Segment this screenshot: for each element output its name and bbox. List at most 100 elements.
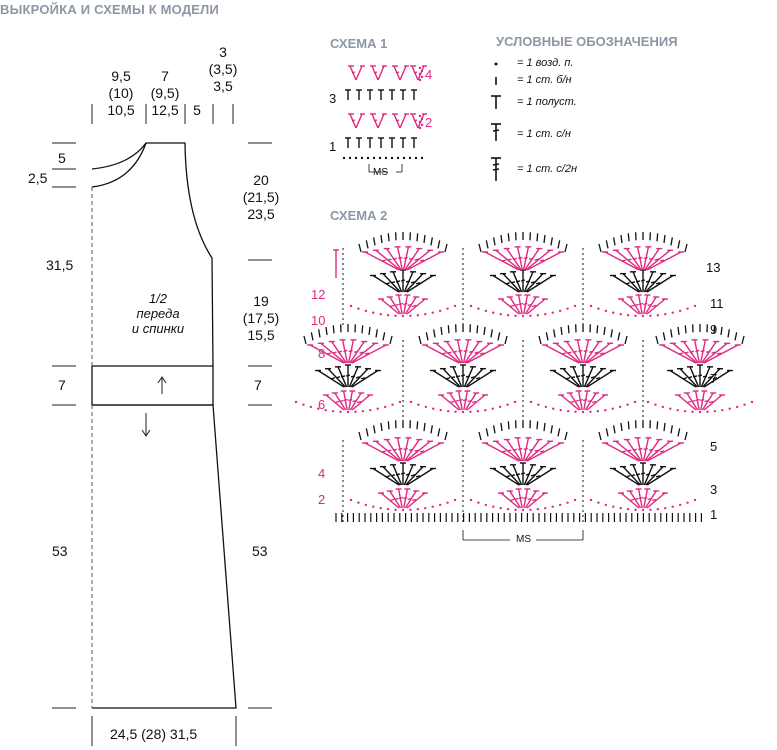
- scheme1-row1-stitch: [367, 137, 373, 148]
- right-dim-armhole: 20 (21,5) 23,5: [242, 172, 280, 222]
- scheme2-row10-fan: [378, 294, 428, 315]
- scheme2-row11-fan: [610, 269, 676, 293]
- half-double-crochet-icon: [491, 95, 501, 109]
- scheme1-row-2: 2: [425, 115, 433, 130]
- bottom-dim: 24,5 (28) 31,5: [110, 726, 198, 742]
- scheme2-row13-arc: [478, 232, 568, 253]
- scheme1-row3-stitch: [367, 89, 373, 100]
- scheme2-row-3: 3: [710, 482, 718, 497]
- scheme2-row8-fan: [422, 339, 504, 364]
- top-dimension-ticks: [91, 104, 234, 124]
- scheme1-row3-stitch: [345, 89, 351, 100]
- scheme2-row4-fan: [602, 437, 684, 462]
- scheme1-row-4: 4: [425, 67, 433, 82]
- scheme2-row7-fan: [430, 364, 496, 388]
- scheme2-row12-fan: [482, 246, 564, 271]
- scheme2-row6-fan: [675, 390, 725, 411]
- left-dim-bodice: 31,5: [46, 257, 74, 273]
- scheme2-row-5: 5: [710, 439, 718, 454]
- legend-chain: = 1 возд. п.: [517, 57, 574, 69]
- scheme2-row12-fan: [602, 246, 684, 271]
- scheme2-row-11: 11: [710, 296, 724, 311]
- scheme1-title: СХЕМА 1: [330, 36, 388, 51]
- scheme2-row-7: 7: [710, 371, 718, 386]
- scheme2-row10-chain: [589, 304, 697, 318]
- left-dim-skirt: 53: [52, 543, 68, 559]
- scheme2-row5-arc: [478, 420, 568, 441]
- scheme2-row6-chain: [529, 400, 637, 414]
- scheme1-row3-stitch: [389, 89, 395, 100]
- scheme2-row6-fan: [323, 390, 373, 411]
- scheme2-ms-label: MS: [516, 534, 531, 545]
- scheme2-row11-fan: [490, 269, 556, 293]
- scheme2-row7-fan: [667, 364, 733, 388]
- scheme1-row4-stitch: [348, 65, 365, 81]
- scheme2-row2-chain: [349, 498, 457, 512]
- scheme1-row-1: 1: [329, 139, 337, 154]
- scheme2-row10-chain: [469, 304, 577, 318]
- top-dim-left: 9,5 (10) 10,5: [107, 68, 135, 118]
- scheme2-row5-arc: [598, 420, 688, 441]
- legend-single: = 1 ст. б/н: [517, 74, 572, 86]
- scheme2-row-9: 9: [710, 322, 718, 337]
- bottom-dimension-ticks: [91, 716, 237, 746]
- scheme1-row3-stitch: [400, 89, 406, 100]
- scheme1-row4-stitch: [410, 65, 427, 81]
- scheme2-row9-arc: [538, 324, 628, 345]
- scheme2-row6-fan: [438, 390, 488, 411]
- scheme1-row1-stitch: [378, 137, 384, 148]
- scheme2-row2-chain: [469, 498, 577, 512]
- scheme2-row-1: 1: [710, 507, 718, 522]
- double-crochet-icon: [491, 123, 501, 141]
- top-dim-mid: 7 (9,5) 12,5: [150, 68, 180, 118]
- legend-double: = 1 ст. с/н: [517, 128, 571, 140]
- scheme2-title: СХЕМА 2: [330, 208, 388, 223]
- scheme2-row7-fan: [550, 364, 616, 388]
- scheme2-row2-fan: [498, 488, 548, 509]
- scheme1-row1-stitch: [356, 137, 362, 148]
- scheme2-row10-fan: [618, 294, 668, 315]
- scheme2-row3-fan: [370, 462, 436, 486]
- scheme2-row13-arc: [598, 232, 688, 253]
- scheme2-row7-fan: [315, 364, 381, 388]
- scheme2-row6-chain: [646, 400, 754, 414]
- scheme1-row1-stitch: [411, 137, 417, 148]
- legend-treble: = 1 ст. с/2н: [517, 163, 578, 175]
- scheme1-row4-stitch: [370, 65, 387, 81]
- scheme2-row-10: 10: [311, 313, 326, 328]
- scheme2-row6-fan: [558, 390, 608, 411]
- scheme1-row1-stitch: [345, 137, 351, 148]
- scheme1-row-3: 3: [329, 91, 337, 106]
- scheme1-row2-stitch: [392, 113, 409, 129]
- right-dim-skirt: 53: [252, 543, 268, 559]
- left-dim-back-neck: 2,5: [28, 170, 48, 186]
- scheme2-row3-fan: [610, 462, 676, 486]
- pattern-piece-label: 1/2 переда и спинки: [131, 291, 185, 336]
- scheme2-row8-fan: [542, 339, 624, 364]
- left-dim-band: 7: [58, 377, 66, 393]
- chain-stitch-icon: [494, 62, 498, 66]
- scheme2-row5-arc: [358, 420, 448, 441]
- pattern-outline: [91, 142, 237, 709]
- top-dim-five: 5: [193, 102, 201, 118]
- scheme2-row2-fan: [378, 488, 428, 509]
- scheme1-row2-stitch: [410, 113, 427, 129]
- scheme2-row3-fan: [490, 462, 556, 486]
- scheme1-base-chain: [342, 156, 424, 160]
- right-dimension-ticks: [248, 142, 272, 709]
- scheme2-row-6: 6: [318, 397, 326, 412]
- scheme2-row12-fan: [362, 246, 444, 271]
- scheme1-row3-stitch: [356, 89, 362, 100]
- scheme1-row2-stitch: [370, 113, 387, 129]
- scheme2-row8-fan: [307, 339, 389, 364]
- scheme1-row2-stitch: [348, 113, 365, 129]
- scheme2-row11-fan: [370, 269, 436, 293]
- scheme2-row13-arc: [358, 232, 448, 253]
- scheme2-row-8: 8: [318, 346, 326, 361]
- scheme2-row9-arc: [418, 324, 508, 345]
- scheme2-row-13: 13: [706, 260, 721, 275]
- legend-title: УСЛОВНЫЕ ОБОЗНАЧЕНИЯ: [496, 34, 678, 49]
